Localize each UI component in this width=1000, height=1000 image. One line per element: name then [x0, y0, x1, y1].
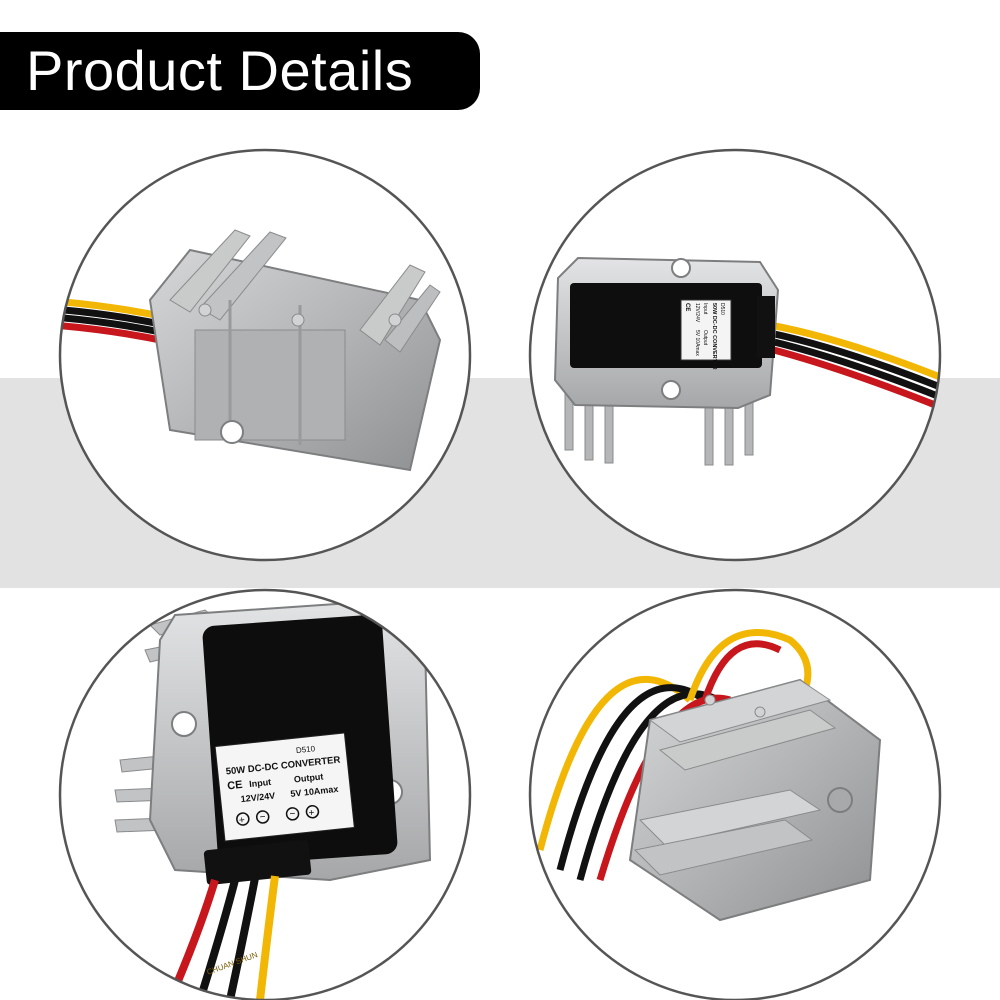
svg-text:+: + [238, 815, 245, 827]
label-output-value: 5V 10Amax [290, 784, 339, 799]
label-name: 50W DC-DC CONVERTER [711, 303, 717, 370]
svg-text:+: + [308, 808, 315, 820]
label-input: Input [249, 777, 272, 789]
label-input-value: 12V/24V [694, 303, 700, 323]
label-input: Input [702, 303, 708, 315]
page-title: Product Details [0, 32, 480, 110]
polarity-icons: + − − + [236, 804, 320, 827]
ce-mark: CE [227, 779, 243, 793]
ce-mark: CE [684, 303, 690, 311]
product-photo-top-right: D510 50W DC-DC CONVERTER Input Output 12… [528, 148, 942, 562]
product-photo-top-left [58, 148, 472, 562]
label-output-value: 5V 10Amax [694, 330, 700, 356]
label-model: D510 [296, 744, 317, 755]
product-photo-bottom-left: D510 50W DC-DC CONVERTER Input Output CE… [58, 588, 472, 1000]
svg-text:−: − [289, 809, 296, 821]
svg-text:−: − [259, 812, 266, 824]
label-model: D510 [719, 303, 725, 315]
label-output: Output [702, 330, 708, 346]
label-input-value: 12V/24V [240, 791, 275, 805]
product-photo-bottom-right [528, 588, 942, 1000]
label-output: Output [293, 771, 323, 784]
